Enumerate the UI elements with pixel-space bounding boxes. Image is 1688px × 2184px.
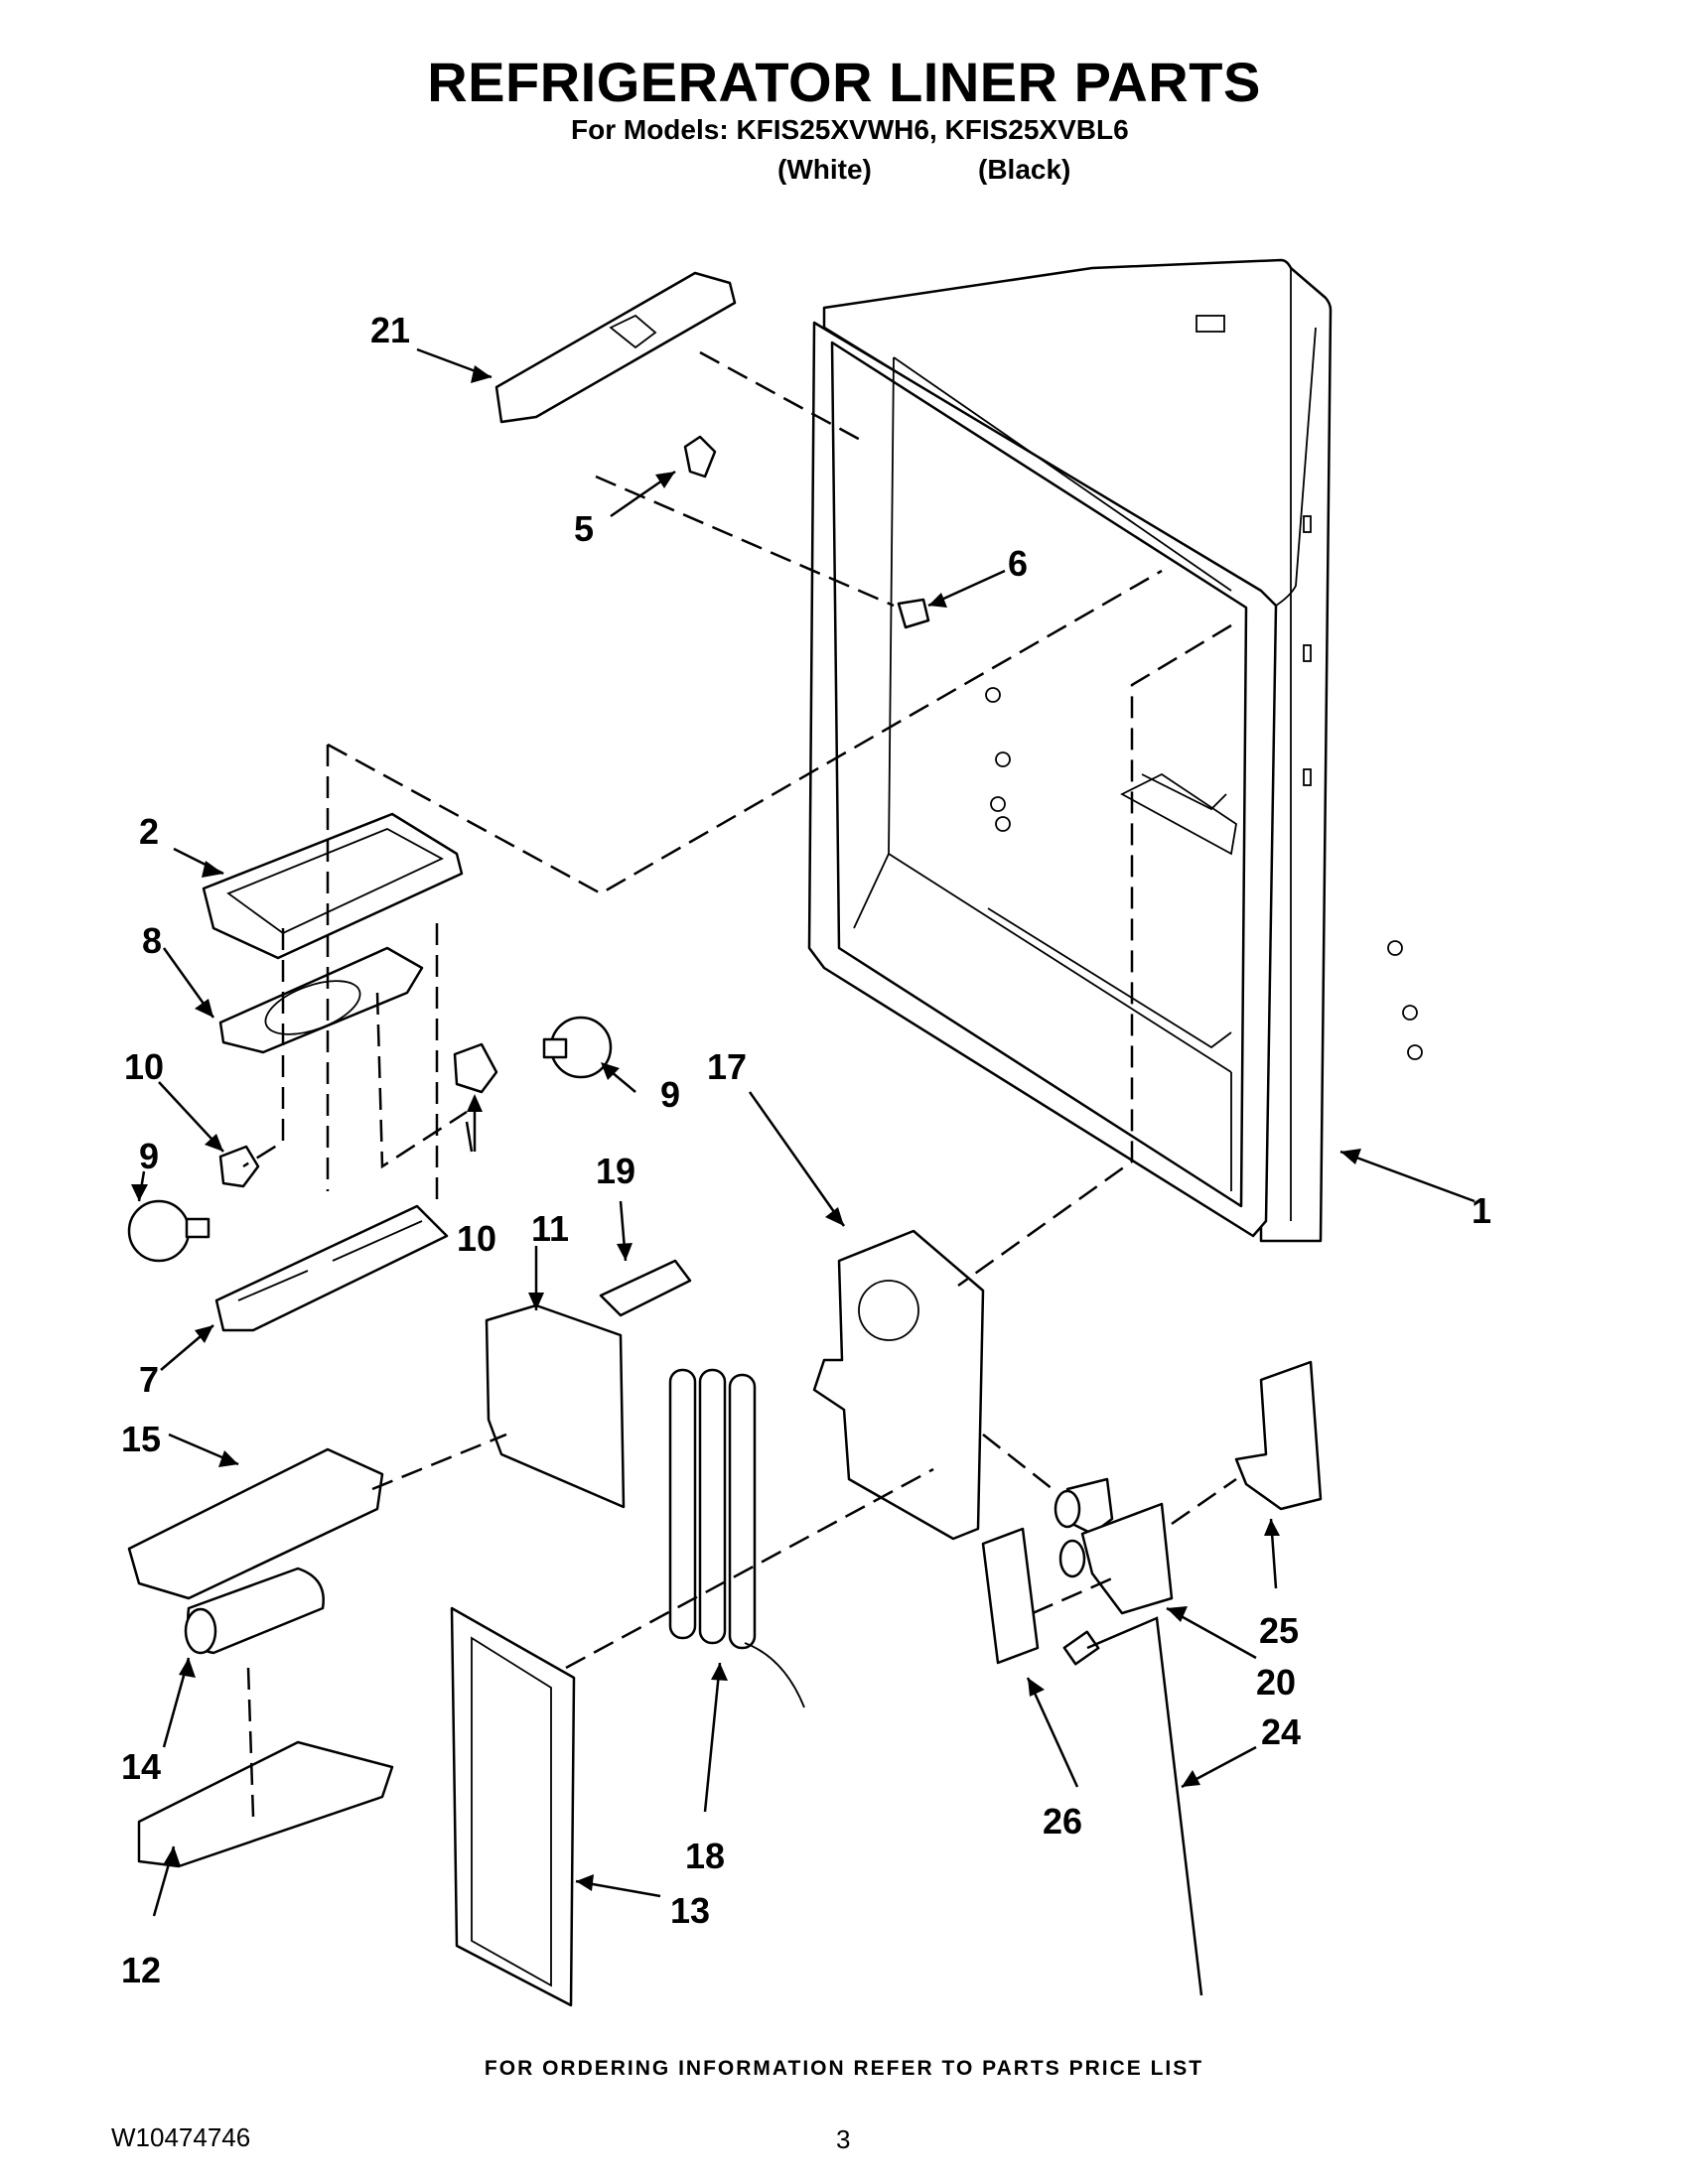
- callout-13: 13: [670, 1890, 710, 1931]
- callout-10-right: 10: [457, 1218, 496, 1259]
- callout-10-left: 10: [124, 1046, 164, 1087]
- part-13-cover: [450, 1606, 576, 2007]
- callout-5: 5: [574, 508, 594, 549]
- part-10-light-socket-left: [218, 1145, 260, 1188]
- part-24-water-tube: [1062, 1616, 1203, 1996]
- callout-18: 18: [685, 1836, 725, 1876]
- part-17-dispenser-bracket: [812, 1229, 985, 1541]
- assembly-lines: [242, 350, 1237, 1818]
- callout-7: 7: [139, 1359, 159, 1400]
- part-15-filter-housing: [127, 1447, 384, 1600]
- part-9-bulb-right: [542, 1016, 613, 1079]
- part-liner-box: [807, 258, 1423, 1243]
- callout-26: 26: [1043, 1801, 1082, 1842]
- callout-12: 12: [121, 1950, 161, 1990]
- callout-9-right: 9: [660, 1074, 680, 1115]
- callout-8: 8: [142, 920, 162, 961]
- callout-15: 15: [121, 1419, 161, 1459]
- part-26-clip: [981, 1527, 1040, 1665]
- document-number: W10474746: [111, 2122, 251, 2152]
- ordering-note: FOR ORDERING INFORMATION REFER TO PARTS …: [484, 2057, 1204, 2080]
- part-9-bulb-left: [127, 1199, 211, 1263]
- callout-24: 24: [1261, 1711, 1301, 1752]
- part-5-light-shield: [683, 435, 717, 478]
- callout-25: 25: [1259, 1610, 1299, 1651]
- part-18-water-tank: [668, 1368, 805, 1708]
- callout-17: 17: [707, 1046, 747, 1087]
- part-20-water-valve: [1054, 1477, 1174, 1615]
- callout-1: 1: [1472, 1190, 1491, 1231]
- page-title: REFRIGERATOR LINER PARTS: [427, 51, 1261, 113]
- callout-20: 20: [1256, 1662, 1296, 1703]
- variant-white-label: (White): [777, 154, 872, 185]
- leader-lines: [131, 347, 1476, 1917]
- part-11-bracket: [485, 1303, 626, 1509]
- models-line: For Models: KFIS25XVWH6, KFIS25XVBL6: [571, 114, 1129, 145]
- part-14-filter: [184, 1567, 325, 1655]
- page-number: 3: [836, 2124, 851, 2154]
- part-25-bracket: [1234, 1360, 1323, 1511]
- part-19-thermistor: [599, 1259, 692, 1317]
- part-6-switch: [897, 598, 930, 629]
- variant-black-label: (Black): [978, 154, 1071, 185]
- part-10-light-socket-right: [453, 1042, 498, 1094]
- callouts: 1 2 5 6 7 8 9 9 10 10 11 12 13 14 15 17 …: [121, 310, 1491, 1990]
- part-7-light-cover: [214, 1204, 449, 1332]
- part-21-shroud: [494, 271, 737, 424]
- part-12-filter-cap: [137, 1740, 394, 1868]
- callout-19: 19: [596, 1151, 635, 1191]
- callout-14: 14: [121, 1746, 161, 1787]
- callout-6: 6: [1008, 543, 1028, 584]
- callout-21: 21: [370, 310, 410, 350]
- callout-11: 11: [531, 1208, 569, 1249]
- callout-9-left: 9: [139, 1136, 159, 1176]
- part-2-housing: [202, 812, 464, 960]
- callout-2: 2: [139, 811, 159, 852]
- part-8-lens: [218, 946, 424, 1054]
